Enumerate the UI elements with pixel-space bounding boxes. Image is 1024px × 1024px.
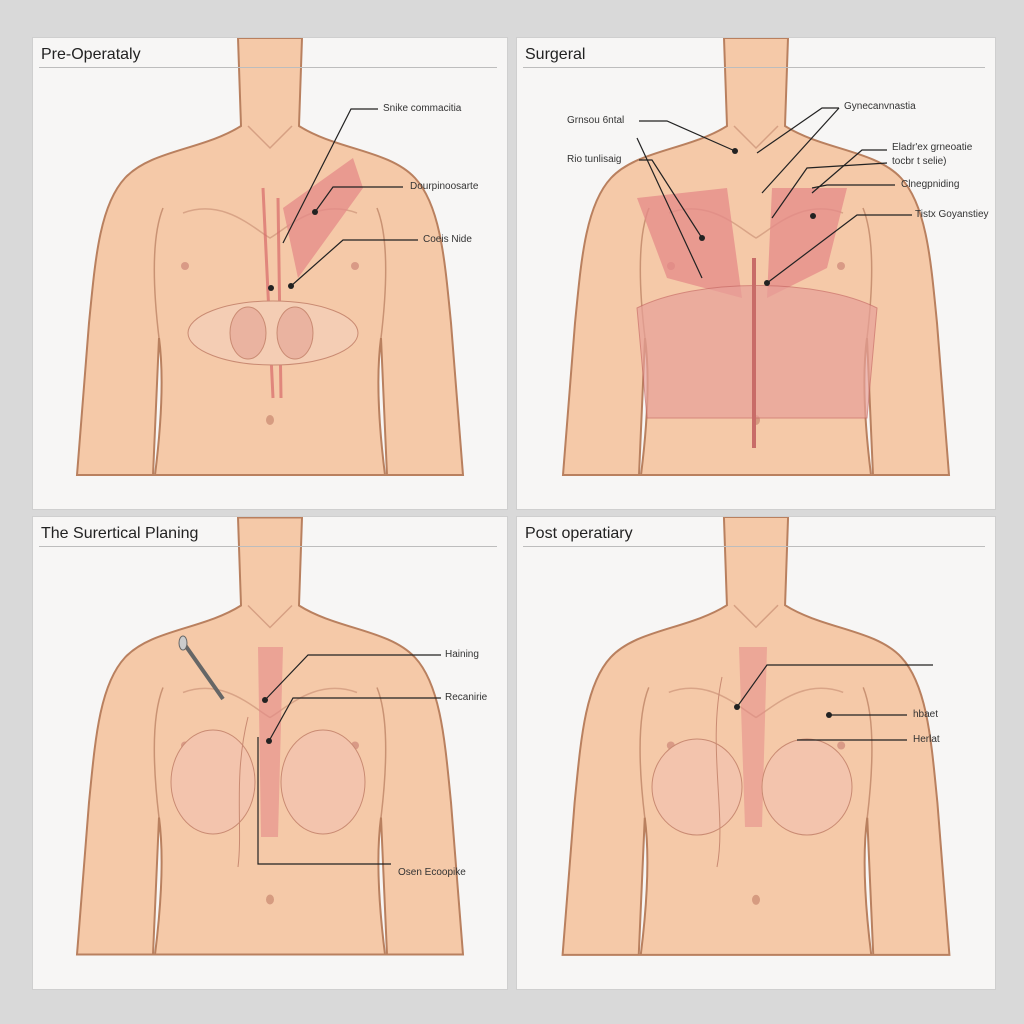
title-divider: [523, 67, 985, 68]
leader-lines: [282, 108, 418, 287]
label: Snike commacitia: [383, 103, 462, 114]
label: Coeis Nide: [423, 234, 472, 245]
anatomy-overlay: [651, 647, 853, 868]
panel-title: Surgeral: [525, 46, 586, 63]
torso-illustration: [33, 517, 507, 989]
leader-lines: [736, 664, 933, 741]
label: Gynecanvnastia: [844, 101, 916, 112]
label: Clnegpniding: [901, 179, 960, 190]
torso-illustration: [517, 517, 995, 989]
panel-post-operative: Post operatiary hbaet Herlat: [516, 516, 996, 990]
panel-surgical: Surgeral Gynecanvnastia Grnsou 6ntal Rio…: [516, 37, 996, 510]
torso-illustration: [33, 38, 507, 509]
panel-title: Post operatiary: [525, 525, 633, 542]
anatomy-overlay: [170, 647, 366, 868]
label: Rio tunlisaig: [567, 154, 622, 165]
label: Herlat: [913, 734, 940, 745]
panel-title: The Surertical Planing: [41, 525, 199, 542]
title-divider: [523, 546, 985, 547]
label: Eladr'ex grneoatie: [892, 142, 973, 153]
torso-illustration: [517, 38, 995, 509]
panel-pre-operative: Pre-Operataly Snike commacitia Dourpinoo…: [32, 37, 508, 510]
leader-lines: [257, 654, 441, 865]
anatomy-overlay: [636, 188, 878, 448]
panel-title: Pre-Operataly: [41, 46, 141, 63]
scalpel-icon: [178, 635, 225, 701]
leader-lines: [636, 107, 912, 284]
panel-surgical-planning: The Surertical Planing Haining Recanirie…: [32, 516, 508, 990]
label: Dourpinoosarte: [410, 181, 479, 192]
title-divider: [39, 67, 497, 68]
label: Osen Ecoopike: [398, 867, 466, 878]
label: Tistx Goyanstiey: [915, 209, 989, 220]
title-divider: [39, 546, 497, 547]
label: Grnsou 6ntal: [567, 115, 625, 126]
label: hbaet: [913, 709, 939, 720]
label: tocbr t selie): [892, 156, 947, 167]
anatomy-overlay: [187, 158, 363, 399]
label: Haining: [445, 649, 479, 660]
label: Recanirie: [445, 692, 488, 703]
